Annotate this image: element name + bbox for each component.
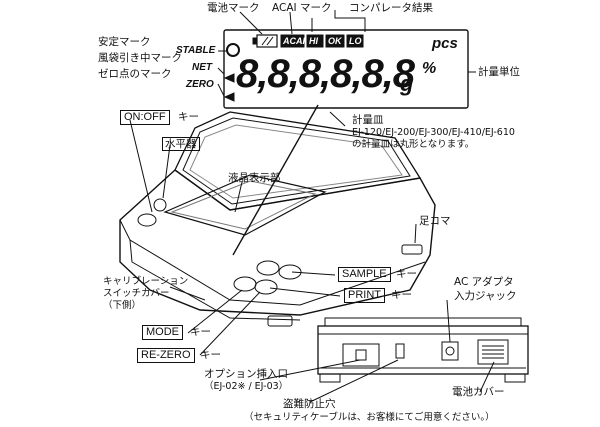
zero-triangle-icon [223, 92, 235, 102]
onoff-button-shape [137, 213, 157, 227]
ac-jack [441, 341, 459, 361]
option-slot [342, 343, 380, 367]
option-slot-label: オプション挿入口 [204, 368, 288, 380]
zero-tag: ZERO [186, 79, 214, 90]
mode-key-tag: MODE [142, 325, 183, 340]
lcd-label: 液晶表示部 [228, 172, 281, 184]
stable-circle-icon [226, 43, 240, 57]
print-key-tag: PRINT [344, 288, 385, 303]
scale-body [119, 169, 436, 316]
pan-models: EJ-120/EJ-200/EJ-300/EJ-410/EJ-610 [352, 127, 515, 138]
option-slot-models: （EJ-02※ / EJ-03） [204, 381, 289, 392]
battery-mark-label: 電池マーク [207, 2, 260, 14]
stable-tag: STABLE [176, 45, 216, 56]
lcd-digits: 8,8,8,8,8,8 [236, 52, 415, 96]
unit-pcs: pcs [432, 35, 458, 52]
cal-cover-line2: スイッチカバー [103, 288, 170, 299]
anti-theft-note: （セキュリティケーブルは、お客様にてご用意ください。） [244, 412, 495, 423]
battery-cover-label: 電池カバー [452, 386, 505, 398]
print-key-suffix: キー [391, 289, 412, 301]
ac-adapter-line2: 入力ジャック [454, 290, 517, 302]
ok-badge-icon [325, 34, 345, 48]
cal-cover-line1: キャリブレーション [103, 276, 189, 287]
level-bubble [153, 198, 167, 212]
pan-note: の計量皿は丸形となります。 [352, 139, 475, 150]
onoff-key-suffix: キー [178, 111, 199, 123]
rezero-key-tag: RE-ZERO [137, 348, 195, 363]
anti-theft-label: 盗難防止穴 [283, 398, 336, 410]
hi-badge-icon [306, 34, 324, 48]
net-tag: NET [192, 62, 212, 73]
battery-icon [256, 34, 278, 48]
net-mark-label: 風袋引き中マーク [98, 52, 182, 64]
body-lcd-window [163, 174, 327, 236]
unit-label: 計量単位 [478, 66, 520, 78]
rezero-key-suffix: キー [200, 349, 221, 361]
unit-percent: % [422, 60, 437, 77]
unit-g: g [400, 71, 414, 96]
ok-icon-text: OK [328, 36, 342, 46]
acai-badge-icon [280, 34, 305, 48]
lo-badge-icon [346, 34, 364, 48]
acai-mark-label: ACAI マーク [272, 2, 332, 14]
acai-icon-text: ACAI [283, 36, 305, 46]
pan-label: 計量皿 [352, 114, 384, 126]
hi-icon-text: HI [309, 36, 318, 46]
lo-icon-text: LO [349, 36, 362, 46]
ac-adapter-line1: AC アダプタ [454, 276, 514, 288]
sample-key-suffix: キー [396, 268, 417, 280]
battery-cover [477, 339, 509, 365]
onoff-key-tag: ON:OFF [120, 110, 170, 125]
foot-label: 足コマ [419, 215, 451, 227]
lcd-frame [223, 29, 469, 109]
mode-key-suffix: キー [190, 326, 211, 338]
stable-mark-label: 安定マーク [98, 36, 151, 48]
net-triangle-icon [223, 73, 235, 83]
comparator-result-label: コンパレータ結果 [349, 2, 433, 14]
sample-key-tag: SAMPLE [338, 267, 391, 282]
level-label: 水平器 [162, 137, 200, 151]
zero-mark-label: ゼロ点のマーク [98, 68, 172, 80]
cal-cover-line3: （下側） [103, 300, 142, 311]
